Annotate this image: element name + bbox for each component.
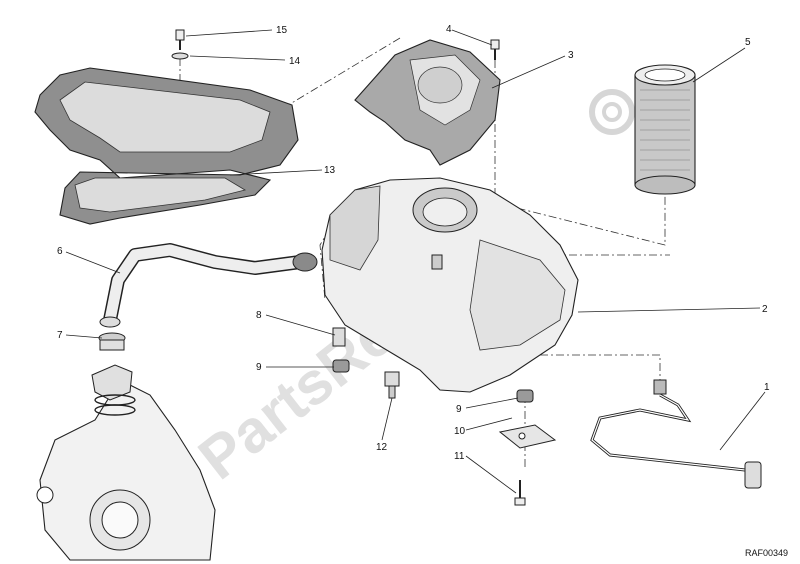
callout-1: 1 bbox=[764, 382, 770, 393]
callout-6: 6 bbox=[57, 246, 63, 257]
callout-5: 5 bbox=[745, 37, 751, 48]
breather-valve bbox=[98, 332, 126, 351]
callout-9-right: 9 bbox=[456, 404, 462, 415]
callout-15: 15 bbox=[276, 25, 288, 36]
breather-hose bbox=[99, 243, 318, 328]
screw-11 bbox=[514, 480, 526, 506]
callout-13: 13 bbox=[324, 165, 336, 176]
callout-10: 10 bbox=[454, 426, 466, 437]
air-filter bbox=[634, 64, 696, 195]
callout-labels: 15 14 4 3 5 13 6 2 7 8 9 9 10 11 12 1 bbox=[57, 24, 770, 462]
crankcase bbox=[36, 364, 216, 561]
bracket-10 bbox=[498, 424, 557, 449]
air-duct-cover bbox=[34, 67, 299, 225]
washer-14 bbox=[171, 52, 189, 60]
callout-9-left: 9 bbox=[256, 362, 262, 373]
callout-2: 2 bbox=[762, 304, 768, 315]
grommet-9a bbox=[332, 359, 350, 373]
callout-11: 11 bbox=[454, 451, 465, 462]
screw-15 bbox=[175, 29, 185, 50]
sensor-cable bbox=[590, 379, 762, 489]
screw-4 bbox=[490, 39, 500, 60]
airbox bbox=[321, 177, 579, 393]
spacer-8 bbox=[332, 327, 346, 347]
callout-12: 12 bbox=[376, 442, 388, 453]
callout-8: 8 bbox=[256, 310, 262, 321]
callout-3: 3 bbox=[568, 50, 574, 61]
valve-12 bbox=[384, 371, 400, 399]
airbox-lid bbox=[354, 39, 501, 166]
leader-lines bbox=[65, 29, 766, 494]
drawing-code: RAF00349 bbox=[745, 548, 788, 558]
callout-14: 14 bbox=[289, 56, 301, 67]
callout-7: 7 bbox=[57, 330, 63, 341]
gear-watermark-icon bbox=[589, 89, 635, 135]
callout-4: 4 bbox=[446, 24, 452, 35]
grommet-9b bbox=[516, 389, 534, 403]
